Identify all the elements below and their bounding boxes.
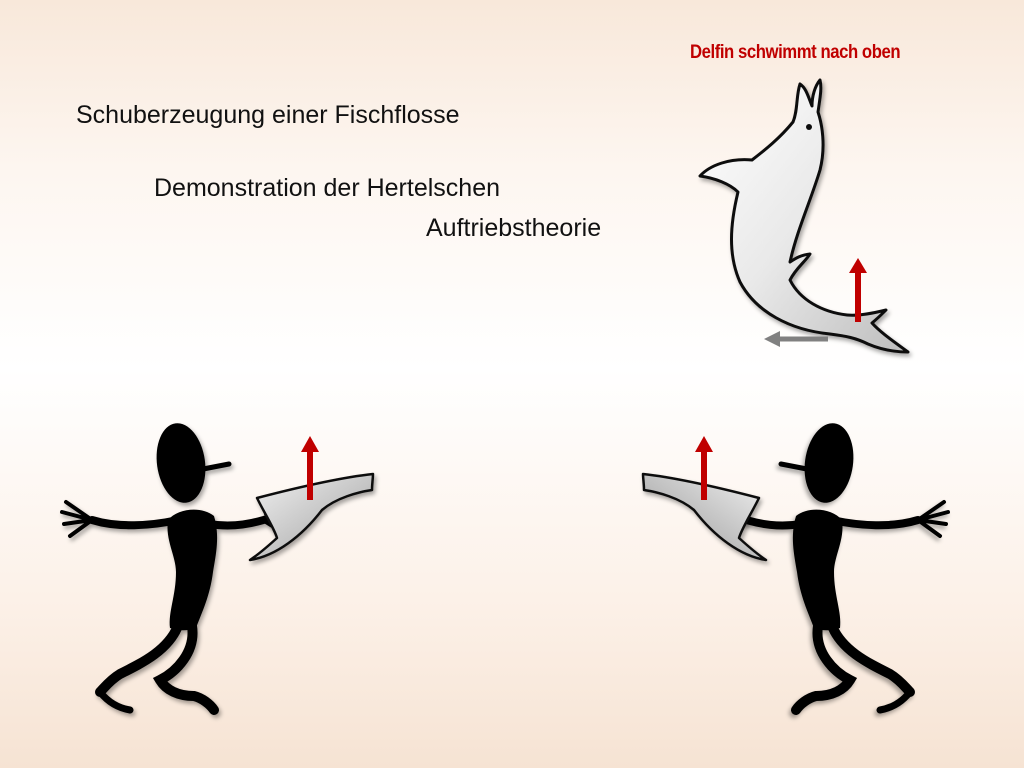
stick-figure-left xyxy=(60,423,290,715)
slide-title: Schuberzeugung einer Fischflosse xyxy=(76,101,460,129)
dolphin-label: Delfin schwimmt nach oben xyxy=(690,42,901,63)
fin-right-lift-arrow xyxy=(695,436,713,500)
dolphin-icon xyxy=(698,78,910,354)
fin-left xyxy=(248,472,375,562)
slide-subtitle-line1: Demonstration der Hertelschen xyxy=(154,174,500,202)
stick-figure-right xyxy=(720,423,950,715)
dolphin-lift-arrow xyxy=(849,258,867,322)
slide-subtitle-line2: Auftriebstheorie xyxy=(426,214,602,242)
dolphin-motion-arrow xyxy=(764,331,828,347)
fin-right xyxy=(641,472,768,562)
fin-left-lift-arrow xyxy=(301,436,319,500)
dolphin-eye xyxy=(806,124,812,130)
